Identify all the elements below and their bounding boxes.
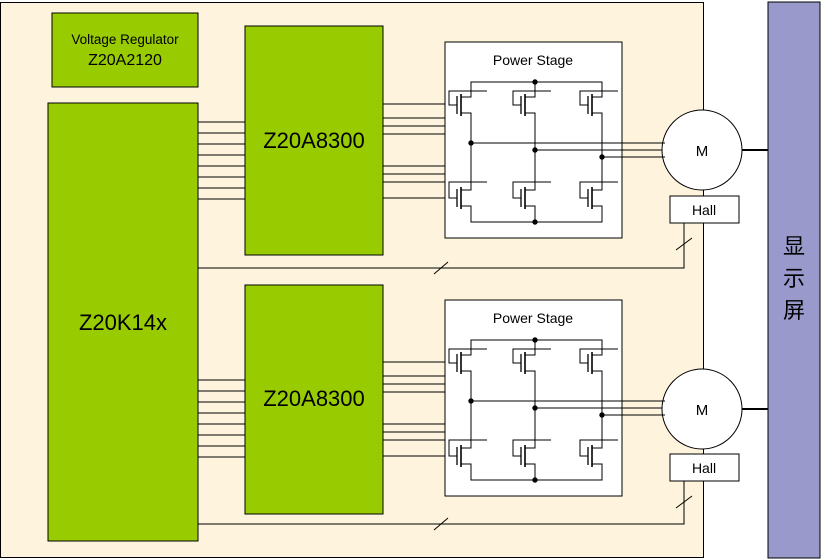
mosfet-source [461,205,472,212]
driver-label-bottom: Z20A8300 [263,386,365,411]
junction-dot [532,219,538,225]
phase-lines-bottom [471,400,665,416]
gate-wire-high [579,348,618,364]
hall-label-bottom: Hall [692,460,716,476]
display-panel [767,1,821,559]
mosfet-drain [461,184,472,191]
display-char-3: 屏 [783,299,805,324]
power-stage-circuit-top [383,79,618,225]
mosfet-source [461,463,472,470]
voltage-regulator-title: Voltage Regulator [71,32,179,47]
junction-dot [532,337,538,343]
mosfet-drain [592,91,603,98]
driver-block-bottom [244,284,384,515]
display-char-1: 显 [783,235,805,260]
mosfet-source [461,112,472,119]
display-char-2: 示 [783,267,805,292]
hall-feedback-line-bottom [198,481,693,531]
voltage-regulator-block [51,12,199,88]
mosfet-source [592,370,603,377]
hall-sensor-bottom [669,453,740,482]
gate-wire-low [512,439,551,457]
mcu-label: Z20K14x [79,310,167,335]
mosfet-source [525,112,536,119]
mosfet-drain [525,91,536,98]
mosfet-source [461,370,472,377]
gate-wire-low [448,439,487,457]
mcu-to-driver-lines-bottom [198,379,245,458]
mosfet-source [592,463,603,470]
hall-label-top: Hall [692,202,716,218]
gate-wire-low [448,181,487,199]
mcu-block [47,102,199,542]
gate-wire-low [579,439,618,457]
junction-dot [532,477,538,483]
driver-block-top [244,25,384,256]
mosfet-source [525,463,536,470]
mosfet-drain [461,349,472,356]
gate-wire-high [448,348,487,364]
power-stage-label-bottom: Power Stage [493,310,573,326]
phase-lines-top [471,142,665,158]
motor-label-bottom: M [696,402,709,419]
hall-sensor-top [669,195,740,224]
mosfet-drain [525,442,536,449]
power-stage-label-top: Power Stage [493,52,573,68]
motor-label-top: M [696,143,709,160]
gate-wire-low [579,181,618,199]
mosfet-source [525,205,536,212]
mosfet-drain [592,442,603,449]
mosfet-source [592,112,603,119]
mcu-to-driver-lines-top [198,121,245,200]
mosfet-drain [592,349,603,356]
gate-wire-high [512,90,551,106]
mosfet-source [592,205,603,212]
mosfet-drain [461,91,472,98]
mosfet-drain [461,442,472,449]
gate-wire-high [512,348,551,364]
mosfet-source [525,370,536,377]
junction-dot [532,79,538,85]
gate-wire-low [512,181,551,199]
gate-wire-high [448,90,487,106]
driver-label-top: Z20A8300 [263,128,365,153]
mosfet-drain [592,184,603,191]
gate-wire-high [579,90,618,106]
power-stage-panel-top [444,41,623,239]
mosfet-drain [525,184,536,191]
power-stage-circuit-bottom [383,337,618,483]
voltage-regulator-part: Z20A2120 [88,52,162,69]
power-stage-panel-bottom [444,299,623,497]
mosfet-drain [525,349,536,356]
hall-feedback-line-top [198,223,693,275]
